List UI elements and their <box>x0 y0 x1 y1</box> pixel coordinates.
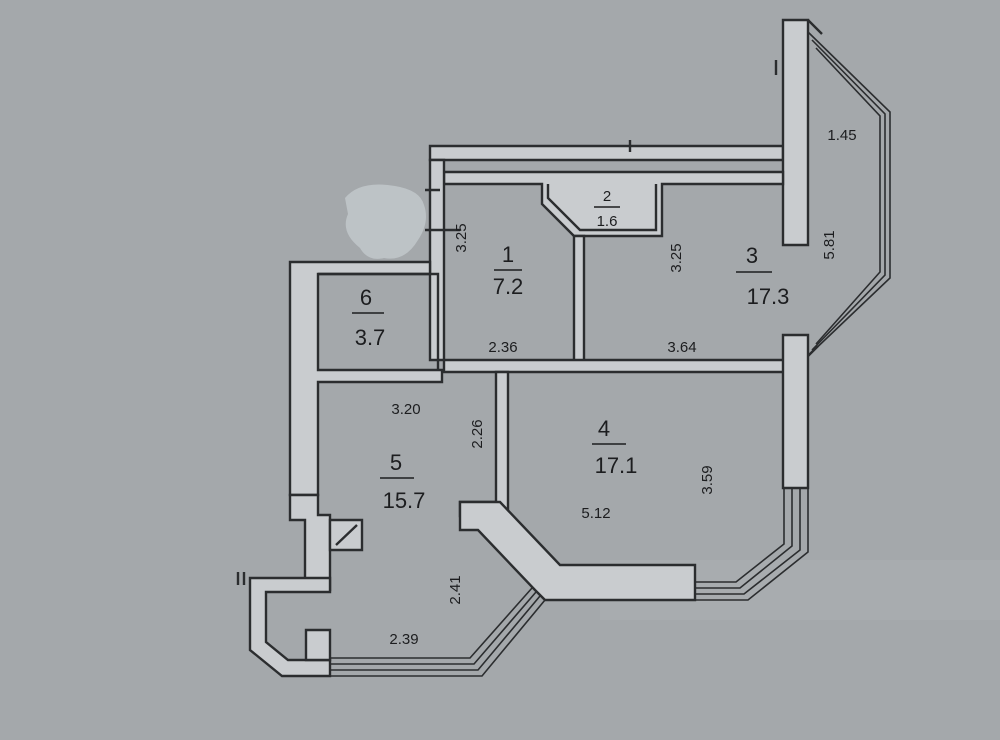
entrance-ticks <box>425 188 460 232</box>
wall-stub-top <box>628 60 778 152</box>
room-5-area: 15.7 <box>383 488 426 513</box>
walls <box>236 18 810 678</box>
dim-room1-height: 3.25 <box>453 223 470 252</box>
room-4-area: 17.1 <box>595 453 638 478</box>
wall-bay-ticks <box>236 572 246 585</box>
room-labels: 1 7.2 2 1.6 3 17.3 4 17.1 5 15.7 6 3.7 <box>352 188 789 513</box>
paper-shadow <box>600 560 1000 620</box>
wall-mid-horizontal <box>442 358 787 374</box>
dim-balcony-width: 1.45 <box>827 127 856 144</box>
room4-glazing <box>695 488 809 601</box>
wall-bay-stub <box>304 628 332 662</box>
dim-room1-width: 2.36 <box>488 339 517 356</box>
wall-bay-left <box>248 576 332 678</box>
room-4-number: 4 <box>598 416 610 441</box>
room-2-number: 2 <box>603 188 611 205</box>
wall-room1-room3 <box>572 234 586 364</box>
wall-balcony-left <box>781 18 810 247</box>
dim-room3-height: 3.25 <box>668 243 685 272</box>
room5-glazing <box>330 599 546 677</box>
room-3-area: 17.3 <box>747 284 790 309</box>
shaft-diagonal <box>335 524 358 546</box>
room-2-area: 1.6 <box>597 213 618 230</box>
dimension-labels: 1.45 5.81 3.25 2.36 3.25 3.64 3.59 5.12 … <box>389 127 856 648</box>
room-6-number: 6 <box>360 285 372 310</box>
room-5-number: 5 <box>390 450 402 475</box>
dim-room4-width: 5.12 <box>581 505 610 522</box>
dim-room3-width: 3.64 <box>667 339 696 356</box>
wall-room6-inner <box>318 272 440 370</box>
wall-room2 <box>546 184 658 232</box>
dim-room5-width-bottom: 2.39 <box>389 631 418 648</box>
balcony-glazing <box>807 31 891 357</box>
entrance-blot <box>345 184 426 259</box>
wall-pillar-right <box>781 333 810 490</box>
wall-diagonal-center <box>458 500 697 602</box>
room-1-area: 7.2 <box>493 274 524 299</box>
room-6-area: 3.7 <box>355 325 386 350</box>
dim-room5-height-top: 2.26 <box>469 419 486 448</box>
room-3-number: 3 <box>746 243 758 268</box>
room-1-number: 1 <box>502 242 514 267</box>
windows <box>330 19 891 677</box>
dim-balcony-length: 5.81 <box>821 230 838 259</box>
wall-top <box>428 144 785 162</box>
dim-room4-height: 3.59 <box>699 465 716 494</box>
dim-room5-height-bottom: 2.41 <box>447 575 464 604</box>
dim-room5-width-top: 3.20 <box>391 401 420 418</box>
